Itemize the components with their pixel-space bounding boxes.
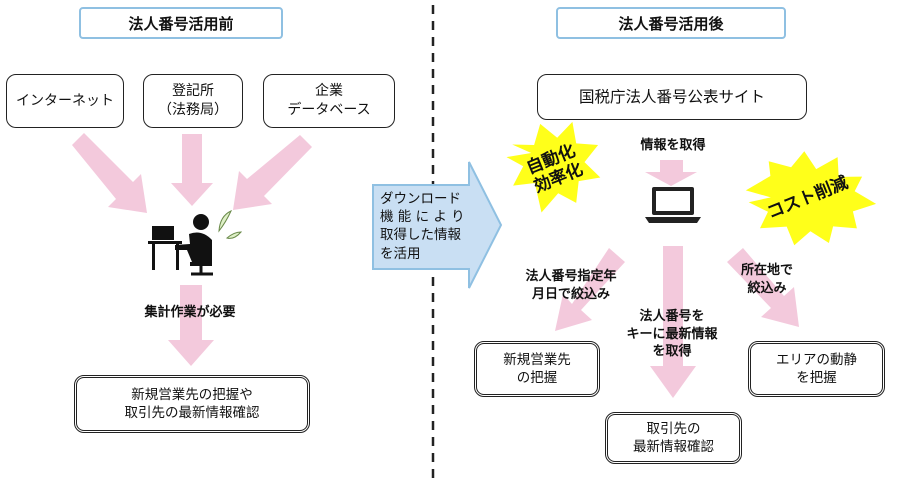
result-partner-info: 取引先の 最新情報確認: [605, 412, 742, 464]
download-arrow-text: ダウンロード 機 能 に よ り 取得した情報 を活用: [380, 191, 465, 262]
source-registry: 登記所 （法務局）: [143, 74, 243, 128]
left-title: 法人番号活用前: [79, 7, 283, 39]
label-location-filter: 所在地で 絞込み: [740, 263, 793, 296]
burst-automation: [506, 121, 601, 213]
burst-cost: [745, 151, 877, 246]
left-result: 新規営業先の把握や 取引先の最新情報確認: [74, 375, 310, 433]
worker-icon: [148, 209, 243, 276]
site-box: 国税庁法人番号公表サイト: [537, 74, 807, 120]
source-internet: インターネット: [6, 74, 124, 128]
arrow-laptop-to-left: [555, 248, 625, 331]
label-date-filter: 法人番号指定年 月日で絞込み: [525, 269, 617, 302]
arrow-laptop-to-center: [650, 246, 696, 398]
laptop-icon: [645, 187, 701, 223]
arrow-database-to-worker: [233, 135, 312, 210]
source-database: 企業 データベース: [263, 74, 395, 128]
work-label: 集計作業が必要: [144, 305, 236, 320]
arrow-registry-to-worker: [171, 134, 213, 206]
result-area-trends: エリアの動静 を把握: [748, 341, 885, 397]
get-info-label: 情報を取得: [640, 138, 706, 153]
right-title: 法人番号活用後: [556, 7, 786, 39]
result-new-sales: 新規営業先 の把握: [474, 341, 600, 397]
arrow-worker-to-result: [168, 285, 214, 366]
download-arrow: [372, 161, 503, 289]
label-key-lookup: 法人番号を キーに最新情報 を取得: [626, 309, 718, 360]
arrow-site-to-laptop: [645, 160, 697, 186]
arrow-laptop-to-right: [727, 248, 799, 327]
arrow-internet-to-worker: [72, 133, 147, 213]
